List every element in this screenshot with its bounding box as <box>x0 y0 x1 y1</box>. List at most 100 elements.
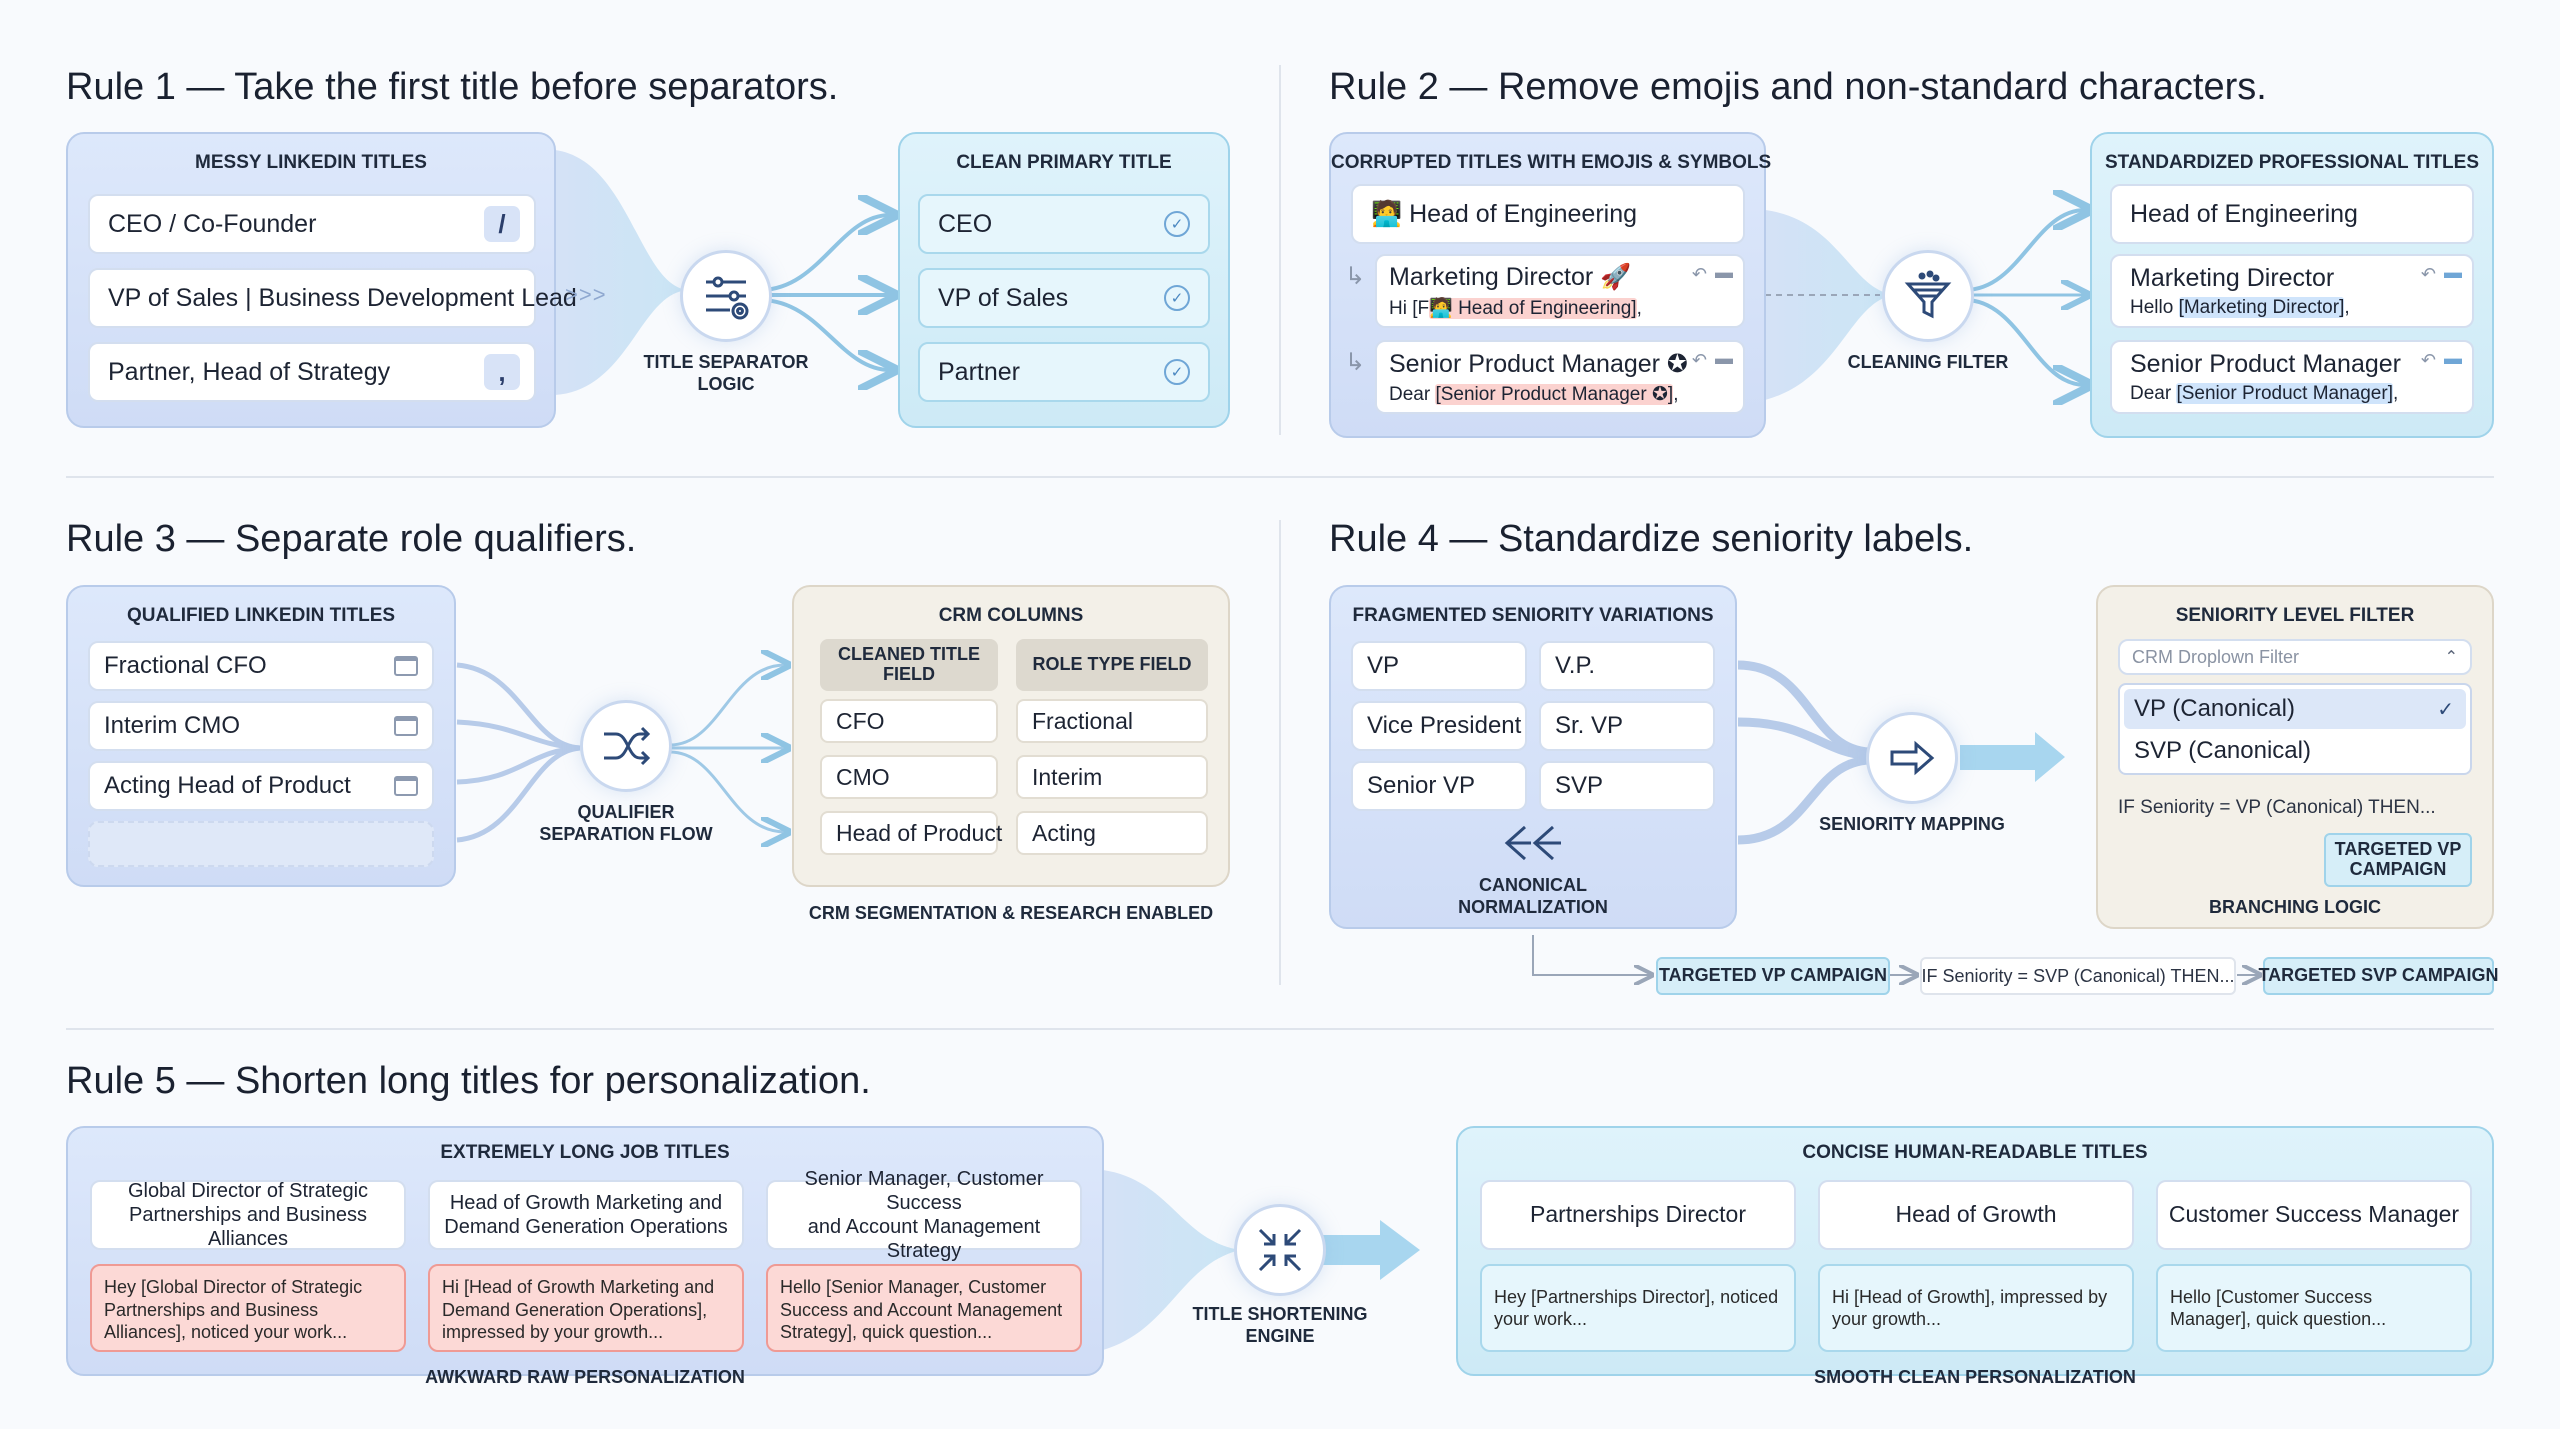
rule3-title: Rule 3 — Separate role qualifiers. <box>66 518 637 560</box>
node-label: SENIORITY MAPPING <box>1819 814 2005 834</box>
rule1-title: Rule 1 — Take the first title before sep… <box>66 66 839 108</box>
crm-dropdown[interactable]: CRM Droplown Filter ⌃ <box>2118 639 2472 675</box>
message-icon: ▬ <box>2444 262 2462 282</box>
corrupted-title: 🧑‍💻 Head of Engineering <box>1351 184 1745 244</box>
concise-title: Head of Growth <box>1818 1180 2134 1250</box>
reply-icon: ↶ <box>2420 264 2436 284</box>
compress-icon <box>1234 1204 1326 1296</box>
corrupted-titles-panel: CORRUPTED TITLES WITH EMOJIS & SYMBOLS 🧑… <box>1329 132 1772 438</box>
check-circle-icon: ✓ <box>1164 211 1190 237</box>
messy-titles-panel: MESSY LINKEDIN TITLES CEO / Co-Founder /… <box>66 132 577 428</box>
long-title: Senior Manager, Customer Success and Acc… <box>766 1168 1082 1262</box>
rule2-title: Rule 2 — Remove emojis and non-standard … <box>1329 66 2267 108</box>
long-titles-panel: EXTREMELY LONG JOB TITLES Global Directo… <box>66 1126 1104 1376</box>
column-header: ROLE TYPE FIELD <box>1016 639 1208 691</box>
corrupted-message: Senior Product Manager ✪ Dear [Senior Pr… <box>1375 340 1745 414</box>
messy-title: CEO / Co-Founder / <box>88 194 536 254</box>
crm-cell: Acting <box>1016 811 1208 855</box>
long-title: Head of Growth Marketing and Demand Gene… <box>428 1180 744 1250</box>
reply-icon: ↶ <box>2420 350 2436 370</box>
sliders-gear-icon <box>680 250 772 342</box>
divider <box>66 476 2494 478</box>
crm-columns-panel: CRM COLUMNS CLEANED TITLE FIELD ROLE TYP… <box>792 585 1230 887</box>
targeted-vp-campaign: TARGETED VP CAMPAIGN <box>1656 957 1890 995</box>
branching-label: BRANCHING LOGIC <box>2209 897 2381 917</box>
long-title: Global Director of Strategic Partnership… <box>90 1180 406 1250</box>
clean-message: Hey [Partnerships Director], noticed you… <box>1480 1264 1796 1352</box>
branch-icon: ↳ <box>1345 263 1366 290</box>
crm-cell: Head of Product <box>820 811 1002 855</box>
funnel-icon <box>1882 250 1974 342</box>
panel-heading: CLEAN PRIMARY TITLE <box>956 152 1172 173</box>
qualified-titles-panel: QUALIFIED LINKEDIN TITLES Fractional CFO… <box>66 585 456 887</box>
dropdown-option-selected[interactable]: VP (Canonical)✓ <box>2124 689 2466 729</box>
clean-title: Partner✓ <box>918 342 1210 402</box>
panel-heading: QUALIFIED LINKEDIN TITLES <box>126 605 396 626</box>
standardized-message: Senior Product Manager Dear [Senior Prod… <box>2110 340 2474 414</box>
message-icon: ▬ <box>2444 348 2462 368</box>
raw-message: Hello [Senior Manager, Customer Success … <box>766 1264 1082 1352</box>
qualified-title: Interim CMO <box>88 701 434 751</box>
fragmented-seniority-panel: FRAGMENTED SENIORITY VARIATIONS VP V.P. … <box>1329 585 1737 929</box>
panel-heading: STANDARDIZED PROFESSIONAL TITLES <box>2104 152 2480 173</box>
panel-heading: FRAGMENTED SENIORITY VARIATIONS <box>1352 605 1714 626</box>
node-label: CLEANING FILTER <box>1847 352 2009 372</box>
message-icon: ▬ <box>1715 262 1733 282</box>
messy-title: Partner, Head of Strategy , <box>88 342 536 402</box>
column-header: CLEANED TITLE FIELD <box>820 639 998 691</box>
node-label: QUALIFIER SEPARATION FLOW <box>539 802 713 844</box>
calendar-icon <box>394 716 418 736</box>
raw-message: Hi [Head of Growth Marketing and Demand … <box>428 1264 744 1352</box>
shuffle-icon <box>580 700 672 792</box>
clean-message: Hi [Head of Growth], impressed by your g… <box>1818 1264 2134 1352</box>
standardized-titles-panel: STANDARDIZED PROFESSIONAL TITLES Head of… <box>2090 132 2494 438</box>
qualified-title: Fractional CFO <box>88 641 434 691</box>
rule4-title: Rule 4 — Standardize seniority labels. <box>1329 518 1974 560</box>
arrow-right-icon <box>1866 712 1958 804</box>
seniority-variant: Senior VP <box>1351 761 1527 811</box>
panel-heading: CRM COLUMNS <box>938 605 1084 626</box>
calendar-icon <box>394 776 418 796</box>
branch-icon: ↳ <box>1345 349 1366 376</box>
targeted-svp-campaign: TARGETED SVP CAMPAIGN <box>2258 957 2499 995</box>
reply-icon: ↶ <box>1691 350 1707 370</box>
concise-title: Customer Success Manager <box>2156 1180 2472 1250</box>
merge-arrows-icon <box>1504 825 1561 861</box>
slash-icon: / <box>484 206 520 242</box>
divider <box>1279 520 1281 985</box>
standardized-message: Marketing Director Hello [Marketing Dire… <box>2110 254 2474 328</box>
comma-icon: , <box>484 354 520 390</box>
panel-heading: CORRUPTED TITLES WITH EMOJIS & SYMBOLS <box>1331 152 1772 173</box>
dropdown-option[interactable]: SVP (Canonical) <box>2134 737 2311 764</box>
seniority-variant: VP <box>1351 641 1527 691</box>
clean-titles-panel: CLEAN PRIMARY TITLE CEO✓ VP of Sales✓ Pa… <box>898 132 1230 428</box>
targeted-vp-tag: TARGETED VP CAMPAIGN <box>2324 833 2472 887</box>
seniority-variant: Sr. VP <box>1539 701 1715 751</box>
panel-heading: EXTREMELY LONG JOB TITLES <box>440 1142 730 1163</box>
corrupted-message: Marketing Director 🚀 Hi [F🧑‍💻 Head of En… <box>1375 254 1745 328</box>
crm-cell: CFO <box>820 699 998 743</box>
if-vp-rule: IF Seniority = VP (Canonical) THEN... <box>2118 797 2436 818</box>
check-circle-icon: ✓ <box>1164 359 1190 385</box>
checkmark-icon: ✓ <box>2437 699 2454 721</box>
chevron-up-icon: ⌃ <box>2444 649 2458 666</box>
crm-cell: CMO <box>820 755 998 799</box>
message-icon: ▬ <box>1715 348 1733 368</box>
panel-heading: MESSY LINKEDIN TITLES <box>195 152 427 173</box>
concise-titles-panel: CONCISE HUMAN-READABLE TITLES Partnershi… <box>1456 1126 2494 1376</box>
standardized-title: Head of Engineering <box>2110 184 2474 244</box>
crm-cell: Fractional <box>1016 699 1208 743</box>
rule5-title: Rule 5 — Shorten long titles for persona… <box>66 1060 871 1102</box>
seniority-variant: V.P. <box>1539 641 1715 691</box>
clean-footer: SMOOTH CLEAN PERSONALIZATION <box>1814 1367 2136 1387</box>
concise-title: Partnerships Director <box>1480 1180 1796 1250</box>
divider <box>1279 65 1281 435</box>
seniority-variant: Vice President <box>1351 701 1527 751</box>
seniority-variant: SVP <box>1539 761 1715 811</box>
if-svp-rule: IF Seniority = SVP (Canonical) THEN... <box>1920 957 2236 995</box>
reply-icon: ↶ <box>1691 264 1707 284</box>
panel-heading: SENIORITY LEVEL FILTER <box>2175 605 2415 626</box>
arrows-glyph: >>> <box>565 282 607 307</box>
clean-title: CEO✓ <box>918 194 1210 254</box>
clean-title: VP of Sales✓ <box>918 268 1210 328</box>
